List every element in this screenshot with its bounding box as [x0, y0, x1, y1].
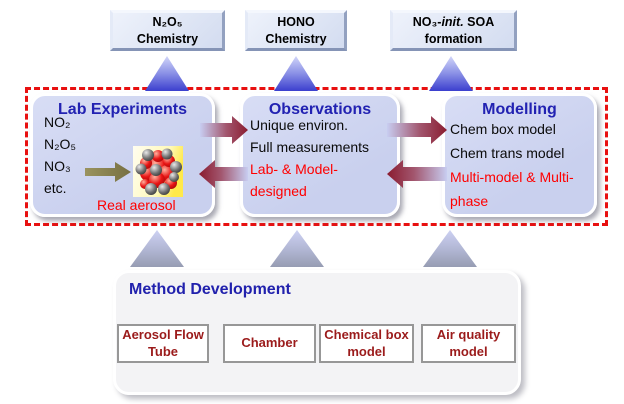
olive-right-arrow-icon — [85, 162, 131, 182]
top-box-no3-soa-formation: NO₃-init. SOA formation — [390, 10, 517, 51]
modelling-box: Modelling — [442, 93, 597, 217]
up-triangle-icon — [130, 230, 184, 267]
lab-species-item: NO₂ — [44, 114, 71, 130]
modelling-line: Chem box model — [450, 121, 556, 137]
left-arrow-icon — [387, 160, 447, 188]
lab-species-item: NO₃ — [44, 158, 71, 174]
dashed-frame — [25, 87, 608, 226]
modelling-body: Chem box model Chem trans model Multi-mo… — [450, 117, 574, 213]
modelling-red-line: phase — [450, 193, 489, 209]
top-box-hono-chemistry: HONO Chemistry — [245, 10, 347, 51]
observations-red-line: Lab- & Model- — [250, 161, 338, 177]
top-box-n2o5-line1: N₂O₅ — [152, 15, 183, 30]
top-box-n2o5-chemistry: N₂O₅ Chemistry — [110, 10, 225, 51]
method-item-air-quality-model: Air quality model — [421, 324, 516, 363]
lab-species-list: NO₂ N₂O₅ NO₃ etc. — [44, 111, 76, 199]
lab-species-item: etc. — [44, 180, 67, 196]
top-box-no3-line1: NO₃-init. SOA — [412, 15, 495, 30]
up-triangle-icon — [423, 230, 477, 267]
method-item-aerosol-flow-tube: Aerosol Flow Tube — [117, 324, 209, 363]
top-box-hono-line2: Chemistry — [265, 31, 327, 46]
lab-experiments-box: Lab Experiments — [30, 93, 215, 217]
observations-line: Full measurements — [250, 139, 370, 155]
up-triangle-icon — [145, 56, 189, 91]
real-aerosol-caption: Real aerosol — [97, 197, 176, 213]
observations-red-line: designed — [250, 183, 307, 199]
lab-species-item: N₂O₅ — [44, 136, 77, 152]
observations-line: Unique environ. — [250, 117, 349, 133]
left-arrow-icon — [199, 160, 248, 188]
method-development-title: Method Development — [129, 281, 291, 298]
lab-experiments-title: Lab Experiments — [58, 101, 187, 118]
observations-body: Unique environ. Full measurements Lab- &… — [250, 114, 369, 202]
up-triangle-icon — [274, 56, 318, 91]
modelling-line: Chem trans model — [450, 145, 565, 161]
modelling-title: Modelling — [482, 101, 557, 118]
modelling-red-line: Multi-model & Multi- — [450, 169, 574, 185]
right-arrow-icon — [387, 116, 447, 144]
aerosol-particles-image — [133, 146, 183, 197]
observations-title: Observations — [268, 101, 372, 118]
up-triangle-icon — [270, 230, 324, 267]
method-item-chamber: Chamber — [223, 324, 316, 363]
top-box-hono-line1: HONO — [277, 15, 315, 30]
observations-box: Observations — [240, 93, 400, 217]
method-item-chemical-box-model: Chemical box model — [319, 324, 414, 363]
up-triangle-icon — [429, 56, 473, 91]
top-box-n2o5-line2: Chemistry — [136, 31, 199, 46]
top-box-no3-line2: formation — [424, 31, 483, 46]
right-arrow-icon — [200, 116, 248, 144]
